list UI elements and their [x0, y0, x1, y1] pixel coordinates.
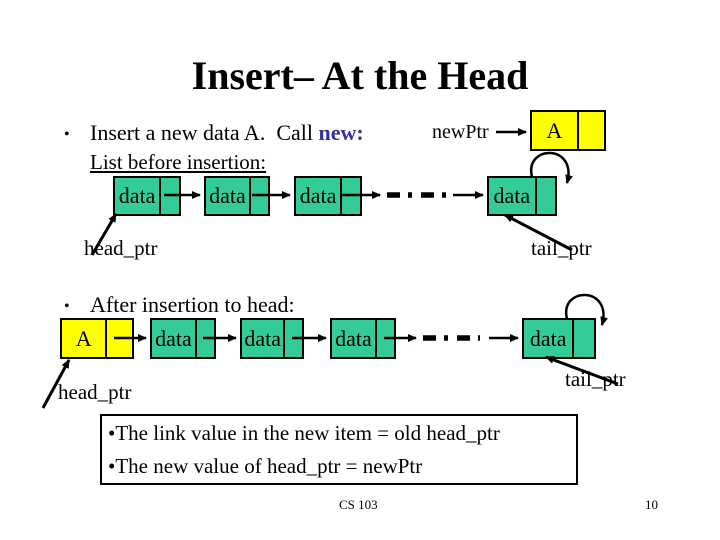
node-pointer-cell — [194, 320, 214, 357]
footer-page-number: 10 — [645, 497, 658, 512]
node-pointer-cell — [340, 178, 360, 214]
bullet1-line: Insert a new data A. Call new: — [90, 120, 364, 146]
before-caption: List before insertion: — [90, 150, 267, 174]
new-node-before: A — [530, 110, 606, 151]
tail-node: data — [487, 176, 557, 216]
tail-ptr-label-after: tail_ptr — [565, 367, 626, 391]
node-pointer-cell — [374, 320, 394, 357]
tail-ptr-label-before: tail_ptr — [531, 236, 592, 260]
note-line: •The link value in the new item = old he… — [108, 421, 500, 445]
bullet1-text: Insert a new data A. Call — [90, 120, 319, 145]
list-node: data — [204, 176, 270, 216]
node-pointer-cell — [105, 320, 132, 357]
node-data-cell: data — [244, 325, 282, 351]
bullet-marker: • — [64, 298, 70, 315]
newptr-label: newPtr — [432, 121, 489, 143]
head-ptr-label-after: head_ptr — [58, 380, 132, 404]
list-node: data — [330, 318, 396, 359]
node-pointer-cell — [576, 112, 604, 149]
node-data-cell: data — [155, 325, 192, 351]
node-data-cell: data — [118, 183, 156, 208]
node-data-cell: data — [529, 325, 567, 351]
node-data-cell: A — [546, 117, 563, 143]
node-data-cell: data — [493, 183, 531, 208]
list-node: data — [240, 318, 304, 359]
node-data-cell: data — [209, 183, 246, 208]
slide-title: Insert– At the Head — [191, 53, 529, 98]
footer-course: CS 103 — [339, 497, 378, 512]
bullet2-line: After insertion to head: — [90, 292, 295, 317]
list-node: data — [294, 176, 362, 216]
bullet-marker: • — [64, 126, 70, 143]
node-data-cell: data — [335, 325, 372, 351]
note-box: •The link value in the new item = old he… — [100, 414, 578, 485]
node-pointer-cell — [283, 320, 302, 357]
head-ptr-label-before: head_ptr — [84, 236, 158, 260]
node-data-cell: A — [75, 325, 92, 351]
node-pointer-cell — [248, 178, 268, 214]
node-data-cell: data — [299, 183, 337, 208]
list-node: data — [150, 318, 216, 359]
node-pointer-cell — [534, 178, 555, 214]
node-pointer-cell — [572, 320, 594, 357]
new-node-after: A — [60, 318, 134, 359]
note-line: •The new value of head_ptr = newPtr — [108, 454, 423, 478]
keyword-new: new: — [318, 120, 364, 145]
list-node: data — [113, 176, 181, 216]
node-pointer-cell — [159, 178, 179, 214]
tail-node: data — [522, 318, 596, 359]
